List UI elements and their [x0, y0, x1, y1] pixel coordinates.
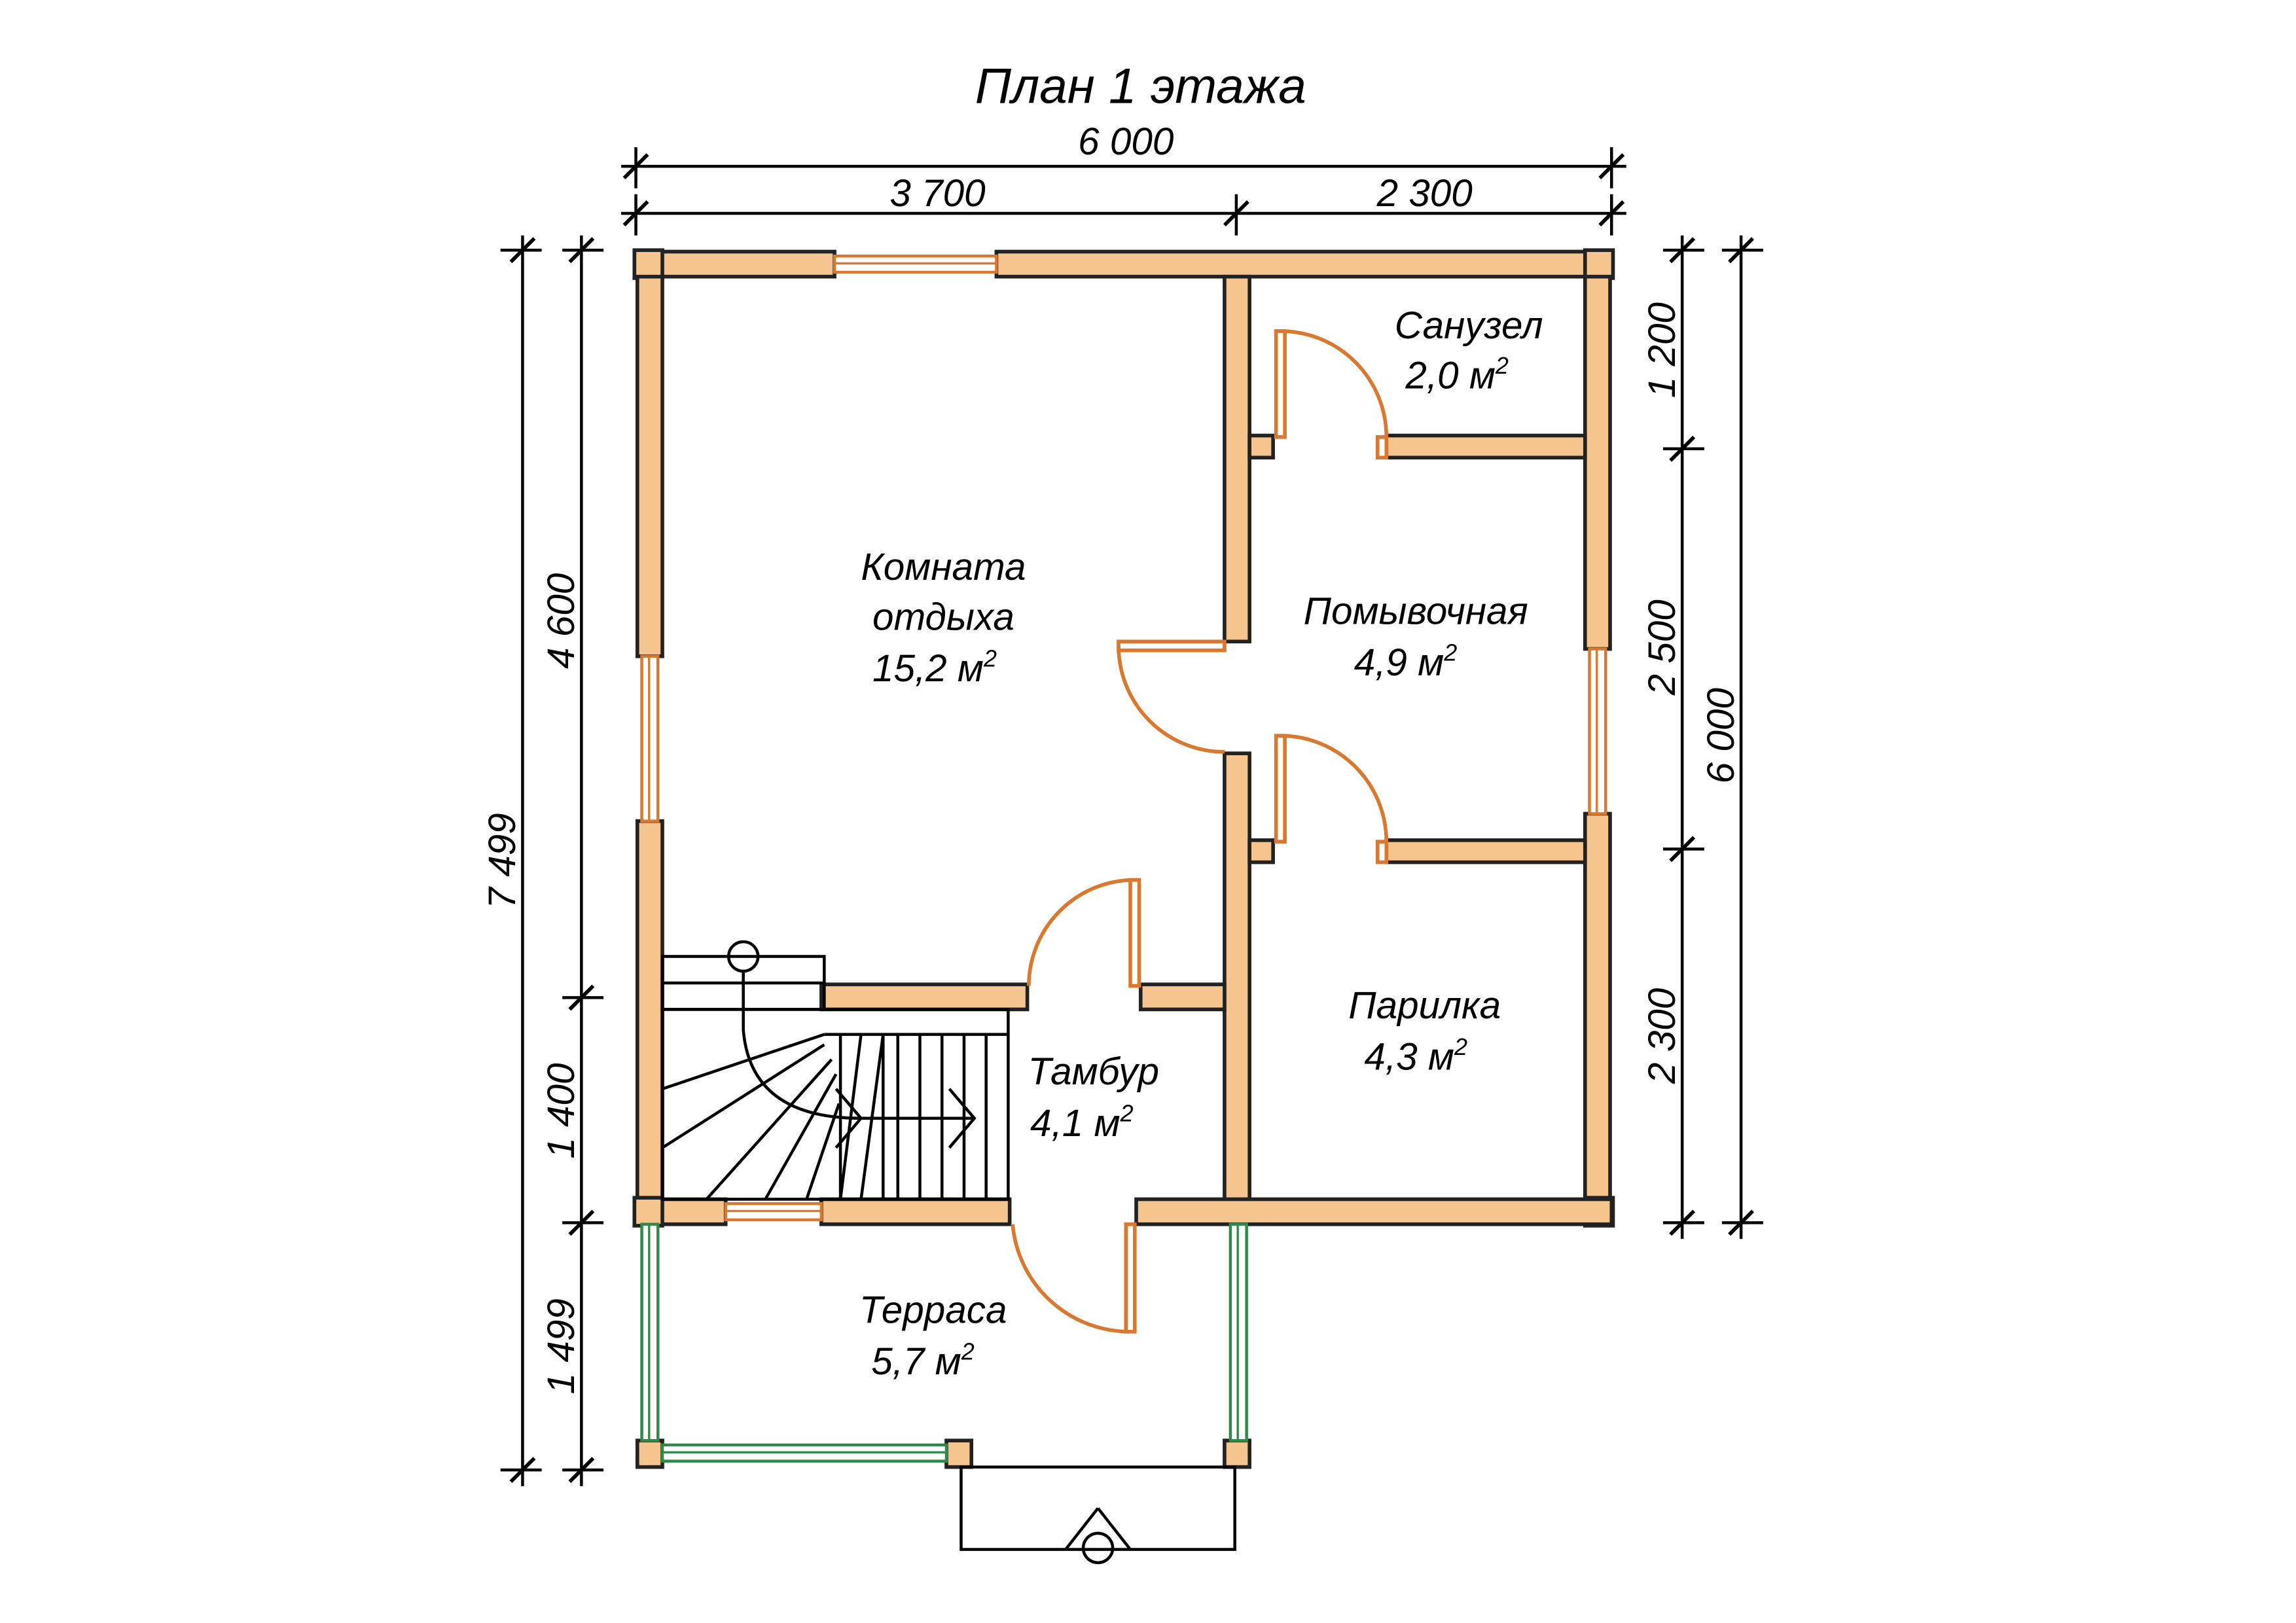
room-labels: Санузел 2,0 м2 Комната отдыха 15,2 м2 По… — [859, 304, 1543, 1383]
room-komnata-name-1: Комната — [861, 546, 1026, 588]
dim-left-total: 7 499 — [481, 813, 524, 908]
dim-left-upper: 4 600 — [540, 573, 583, 669]
dim-right-upper: 1 200 — [1641, 302, 1683, 399]
room-parilka-area: 4,3 м2 — [1364, 1033, 1467, 1078]
room-pomyvochnaya-name: Помывочная — [1304, 590, 1528, 632]
room-sanuzel-name: Санузел — [1395, 304, 1543, 347]
staircase — [660, 940, 1010, 1201]
dim-top-total: 6 000 — [1078, 120, 1174, 163]
room-parilka-name: Парилка — [1348, 984, 1501, 1027]
dim-left-lower: 1 499 — [540, 1298, 583, 1394]
dim-right-lower: 2 300 — [1641, 988, 1683, 1084]
terrace-glazing — [640, 1222, 1248, 1463]
room-terrasa-name: Терраса — [859, 1289, 1007, 1331]
room-komnata-name-2: отдыха — [872, 596, 1014, 638]
room-tambur-name: Тамбур — [1028, 1050, 1159, 1093]
dim-right-middle: 2 500 — [1641, 599, 1683, 696]
top-dimensions: 6 000 3 700 2 300 — [621, 120, 1626, 236]
dim-top-right: 2 300 — [1376, 172, 1473, 215]
room-pomyvochnaya-area: 4,9 м2 — [1354, 639, 1458, 684]
right-dimensions: 1 200 2 500 2 300 6 000 — [1641, 235, 1763, 1240]
doors — [1011, 329, 1389, 1334]
dim-top-left: 3 700 — [889, 172, 986, 215]
dim-right-total: 6 000 — [1700, 688, 1742, 784]
windows — [640, 254, 1607, 1222]
room-tambur-area: 4,1 м2 — [1030, 1099, 1134, 1144]
room-komnata-area: 15,2 м2 — [872, 645, 997, 690]
room-sanuzel-area: 2,0 м2 — [1405, 352, 1509, 397]
left-dimensions: 7 499 4 600 1 400 1 499 — [481, 235, 604, 1486]
walls — [632, 248, 1615, 1469]
dim-left-middle: 1 400 — [540, 1063, 583, 1159]
room-terrasa-area: 5,7 м2 — [871, 1338, 975, 1383]
plan-title: План 1 этажа — [975, 58, 1306, 114]
porch — [960, 1465, 1236, 1565]
